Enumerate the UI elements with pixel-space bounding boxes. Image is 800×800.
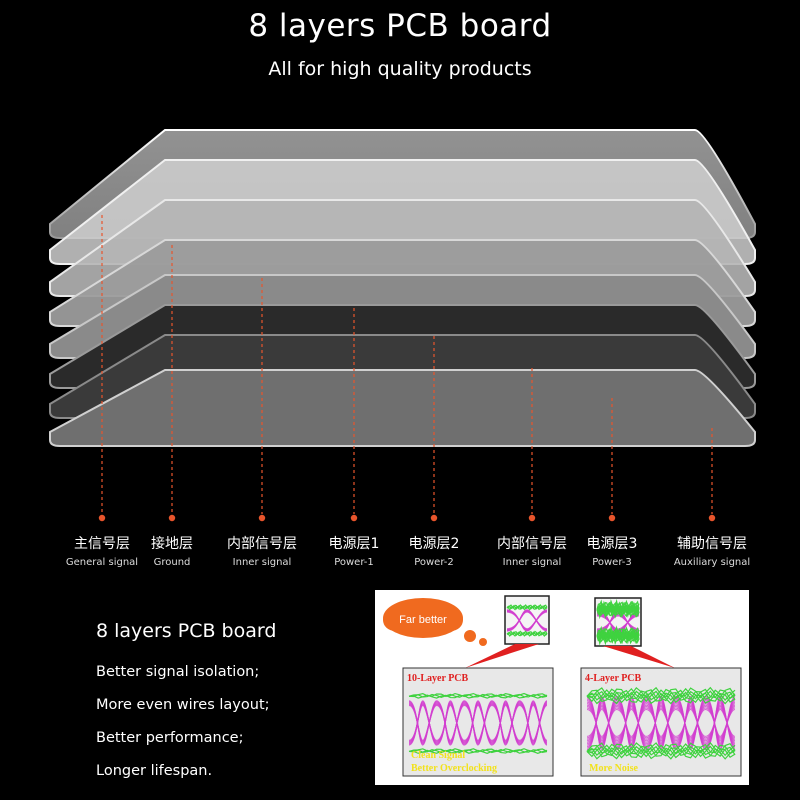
layer-leader-dot	[430, 514, 438, 522]
layer-label: 内部信号层 Inner signal	[477, 533, 587, 568]
page-title: 8 layers PCB board	[248, 8, 552, 44]
layer-label-zh: 电源层3	[586, 536, 638, 552]
layer-leader-dot	[708, 514, 716, 522]
features-title: 8 layers PCB board	[96, 620, 277, 642]
left-diagram-title: 10-Layer PCB	[407, 673, 469, 684]
pcb-layer-8	[49, 369, 756, 447]
signal-comparison-panel: Far better 10-Layer PCB Clean Signal Bet…	[375, 590, 749, 785]
layer-label-zh: 电源层1	[328, 536, 380, 552]
layer-label-zh: 辅助信号层	[677, 536, 747, 552]
layer-leader-dot	[258, 514, 266, 522]
bubble-text: Far better	[399, 614, 447, 626]
layer-leader-dot	[98, 514, 106, 522]
right-zoom-box	[594, 597, 675, 668]
right-eye-diagram: 4-Layer PCB More Noise	[580, 667, 742, 777]
left-caption-overclock: Better Overclocking	[411, 763, 497, 774]
layer-label-en: Ground	[153, 557, 191, 568]
layer-label-zh: 主信号层	[74, 536, 130, 552]
feature-item: Better performance;	[96, 730, 244, 746]
layer-label: 接地层 Ground	[117, 533, 227, 568]
layer-label-en: Auxiliary signal	[673, 557, 751, 568]
layer-label-en: General signal	[65, 557, 139, 568]
layer-label-en: Power-3	[592, 557, 632, 568]
layer-leader-dot	[168, 514, 176, 522]
layer-leader-dot	[350, 514, 358, 522]
layer-leader-dot	[608, 514, 616, 522]
layer-label-zh: 内部信号层	[497, 536, 567, 552]
layer-leader-dot	[528, 514, 536, 522]
layer-label: 辅助信号层 Auxiliary signal	[657, 533, 767, 568]
layer-label-en: Power-2	[414, 557, 454, 568]
left-caption-clean: Clean Signal	[411, 750, 465, 761]
layer-label-zh: 内部信号层	[227, 536, 297, 552]
far-better-bubble: Far better	[383, 598, 487, 646]
layer-label-en: Inner signal	[502, 557, 562, 568]
features-list: Better signal isolation; More even wires…	[96, 660, 270, 792]
right-diagram-title: 4-Layer PCB	[585, 673, 642, 684]
right-caption-noise: More Noise	[589, 763, 639, 774]
layer-label: 内部信号层 Inner signal	[207, 533, 317, 568]
pcb-layer-stack-illustration	[49, 129, 756, 522]
layer-label-en: Inner signal	[232, 557, 292, 568]
layer-label-zh: 接地层	[151, 536, 193, 552]
feature-item: More even wires layout;	[96, 697, 270, 713]
layer-label-zh: 电源层2	[408, 536, 460, 552]
feature-item: Better signal isolation;	[96, 664, 260, 680]
left-eye-diagram: 10-Layer PCB Clean Signal Better Overclo…	[402, 667, 554, 777]
feature-item: Longer lifespan.	[96, 763, 213, 779]
layer-label-en: Power-1	[334, 557, 374, 568]
page-subtitle: All for high quality products	[268, 58, 532, 80]
left-zoom-box	[465, 595, 550, 668]
layer-label: 主信号层 General signal	[47, 533, 157, 568]
